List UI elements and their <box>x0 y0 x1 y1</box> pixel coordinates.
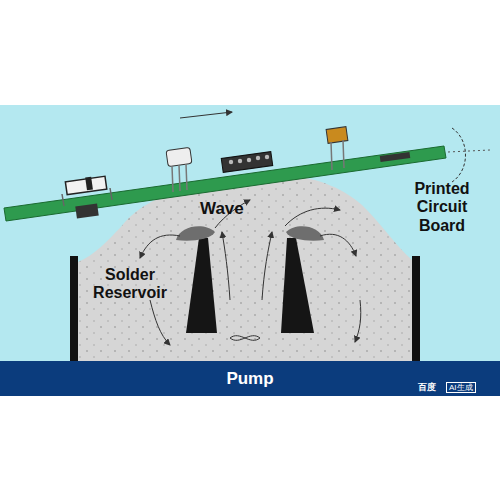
motion-arc <box>452 128 466 182</box>
part-label: Wave <box>200 199 280 219</box>
nozzle <box>186 238 217 333</box>
motion-line <box>448 150 490 152</box>
watermark: AI生成 <box>446 382 476 393</box>
reservoir-wall <box>70 256 78 362</box>
travel-arrow <box>180 112 232 118</box>
pcb-board <box>4 146 446 221</box>
watermark: 百度 <box>418 382 448 392</box>
nozzle-outflow <box>286 226 324 241</box>
nozzle-outflow <box>176 226 215 241</box>
background-band <box>0 105 500 362</box>
part-label: Solder Reservoir <box>80 266 180 303</box>
part-label: Printed Circuit Board <box>392 180 492 235</box>
pump-label: Pump <box>226 369 273 389</box>
reservoir-wall <box>412 256 420 362</box>
nozzle <box>281 238 314 333</box>
flow-arrows <box>140 200 361 345</box>
pcb-components <box>62 127 410 219</box>
